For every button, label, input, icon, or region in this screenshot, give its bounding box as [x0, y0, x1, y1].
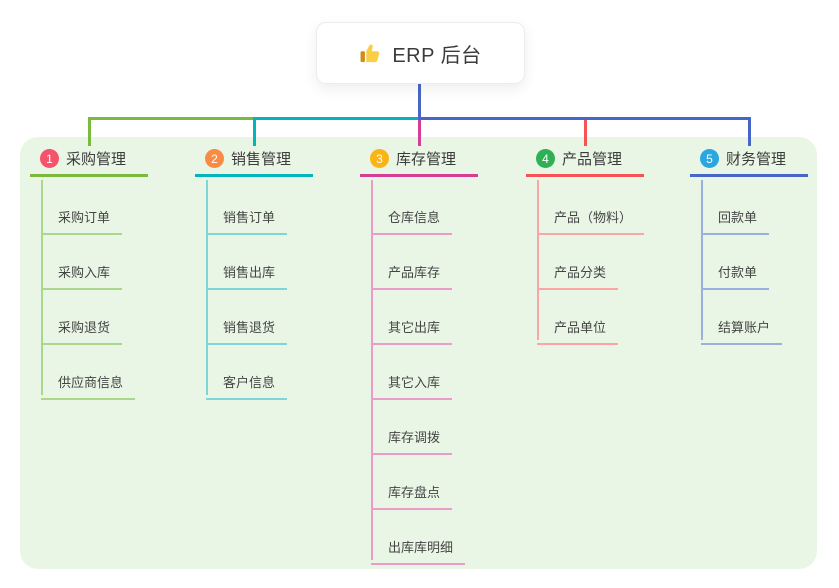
- branch-3-label: 库存管理: [396, 150, 457, 168]
- branch-4-children: 产品（物料）产品分类产品单位: [537, 180, 645, 345]
- branch-1-column: 1 采购管理: [30, 143, 148, 177]
- branch-2-number-badge: 2: [205, 149, 224, 168]
- branch-5-child-3[interactable]: 结算账户: [701, 290, 783, 345]
- branch-3-child-7[interactable]: 出库库明细: [371, 510, 466, 565]
- branch-1-child-3[interactable]: 采购退货: [41, 290, 123, 345]
- branch-5-children: 回款单付款单结算账户: [701, 180, 783, 345]
- branch-4-topic[interactable]: 4 产品管理: [526, 143, 644, 177]
- thumbs-up-icon: [359, 42, 382, 65]
- branch-1-label: 采购管理: [66, 150, 127, 168]
- branch-2-child-2[interactable]: 销售出库: [206, 235, 288, 290]
- branch-3-child-2[interactable]: 产品库存: [371, 235, 453, 290]
- branch-3-number-badge: 3: [370, 149, 389, 168]
- branch-4-child-1[interactable]: 产品（物料）: [537, 180, 645, 235]
- branch-3-child-1[interactable]: 仓库信息: [371, 180, 453, 235]
- branch-5-number-badge: 5: [700, 149, 719, 168]
- branch-4-drop-line: [583, 120, 587, 146]
- branch-4-child-3[interactable]: 产品单位: [537, 290, 619, 345]
- branch-3-drop-line: [417, 120, 421, 146]
- branch-2-column: 2 销售管理: [195, 143, 313, 177]
- branches-panel: [20, 137, 817, 569]
- branch-1-number-badge: 1: [40, 149, 59, 168]
- branch-2-hline: [252, 117, 421, 120]
- branch-4-spine-line: [537, 180, 539, 340]
- branch-2-drop-line: [252, 117, 256, 146]
- branch-4-child-2[interactable]: 产品分类: [537, 235, 619, 290]
- branch-3-topic[interactable]: 3 库存管理: [360, 143, 478, 177]
- branch-5-hline: [417, 117, 751, 120]
- branch-3-child-5[interactable]: 库存调拨: [371, 400, 453, 455]
- branch-2-label: 销售管理: [231, 150, 292, 168]
- branch-1-child-2[interactable]: 采购入库: [41, 235, 123, 290]
- branch-5-child-2[interactable]: 付款单: [701, 235, 770, 290]
- branch-2-child-4[interactable]: 客户信息: [206, 345, 288, 400]
- branch-4-number-badge: 4: [536, 149, 555, 168]
- root-stub-line: [417, 82, 421, 117]
- branch-5-child-1[interactable]: 回款单: [701, 180, 770, 235]
- branch-4-column: 4 产品管理: [526, 143, 644, 177]
- branch-1-child-4[interactable]: 供应商信息: [41, 345, 136, 400]
- branch-1-spine-line: [41, 180, 43, 395]
- branch-1-topic[interactable]: 1 采购管理: [30, 143, 148, 177]
- branch-3-child-4[interactable]: 其它入库: [371, 345, 453, 400]
- branch-5-topic[interactable]: 5 财务管理: [690, 143, 808, 177]
- branch-2-children: 销售订单销售出库销售退货客户信息: [206, 180, 288, 400]
- branch-1-drop-line: [87, 117, 91, 146]
- branch-5-drop-line: [747, 117, 751, 146]
- branch-2-spine-line: [206, 180, 208, 395]
- branch-5-column: 5 财务管理: [690, 143, 808, 177]
- branch-1-child-1[interactable]: 采购订单: [41, 180, 123, 235]
- branch-1-children: 采购订单采购入库采购退货供应商信息: [41, 180, 136, 400]
- branch-2-child-3[interactable]: 销售退货: [206, 290, 288, 345]
- root-node[interactable]: ERP 后台: [316, 22, 525, 84]
- branch-2-child-1[interactable]: 销售订单: [206, 180, 288, 235]
- branch-4-label: 产品管理: [562, 150, 623, 168]
- branch-2-topic[interactable]: 2 销售管理: [195, 143, 313, 177]
- branch-5-label: 财务管理: [726, 150, 787, 168]
- branch-3-child-3[interactable]: 其它出库: [371, 290, 453, 345]
- branch-5-spine-line: [701, 180, 703, 340]
- branch-3-children: 仓库信息产品库存其它出库其它入库库存调拨库存盘点出库库明细: [371, 180, 466, 565]
- branch-3-spine-line: [371, 180, 373, 560]
- branch-1-hline: [87, 117, 254, 120]
- branch-3-child-6[interactable]: 库存盘点: [371, 455, 453, 510]
- branch-3-column: 3 库存管理: [360, 143, 478, 177]
- root-title: ERP 后台: [392, 44, 482, 67]
